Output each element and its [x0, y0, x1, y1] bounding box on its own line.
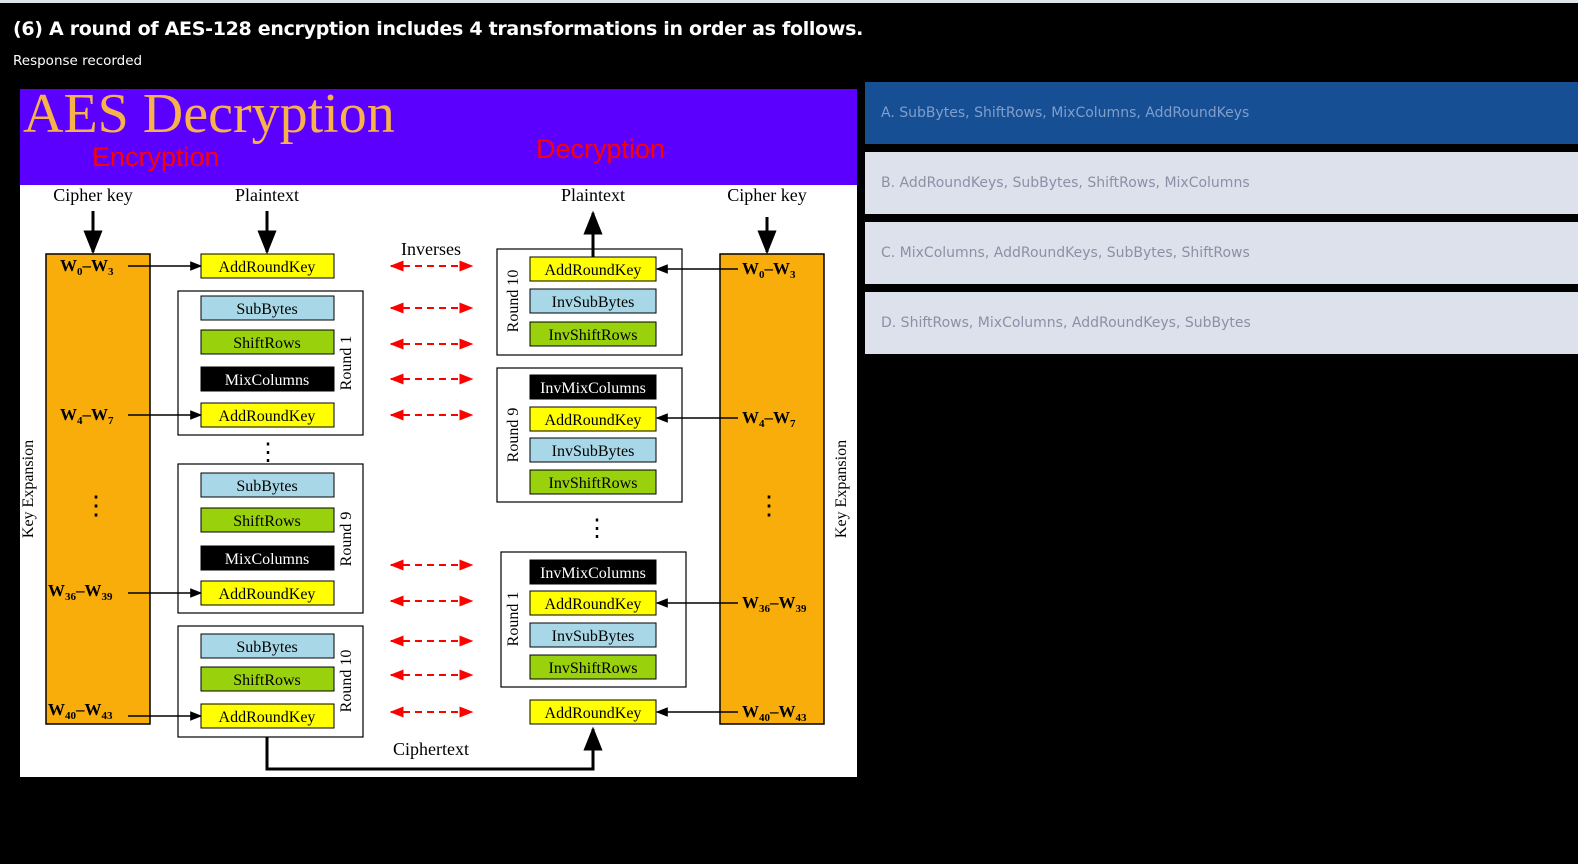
enc-ellipsis: ⋮: [256, 440, 280, 466]
option-c[interactable]: C. MixColumns, AddRoundKeys, SubBytes, S…: [865, 222, 1578, 284]
svg-text:AddRoundKey: AddRoundKey: [219, 259, 316, 276]
dec-r9-inv-mix-columns: InvMixColumns: [529, 374, 657, 400]
svg-text:InvShiftRows: InvShiftRows: [549, 327, 638, 344]
banner-title: AES Decryption: [23, 89, 395, 145]
key-expansion-right: [719, 253, 825, 725]
svg-text:AddRoundKey: AddRoundKey: [545, 705, 642, 722]
dec-round-10-frame: [496, 248, 683, 356]
key-expansion-left: [45, 253, 151, 725]
dec-r9-add-round-key: AddRoundKey: [529, 406, 657, 432]
dec-round-1-label: Round 1: [505, 592, 522, 647]
left-key-w40-w43: W40–W43: [48, 700, 113, 722]
enc-round-10-frame: [177, 625, 364, 738]
svg-text:AddRoundKey: AddRoundKey: [545, 412, 642, 429]
enc-round-10-label: Round 10: [338, 650, 355, 713]
svg-text:InvMixColumns: InvMixColumns: [540, 380, 646, 397]
svg-text:AddRoundKey: AddRoundKey: [219, 586, 316, 603]
plaintext-left-label: Plaintext: [235, 185, 299, 205]
left-key-w36-w39: W36–W39: [48, 581, 113, 603]
enc-round-9-label: Round 9: [338, 512, 355, 567]
aes-diagram: AES Decryption Encryption Decryption Cip…: [20, 89, 857, 777]
svg-text:ShiftRows: ShiftRows: [233, 335, 301, 352]
dec-r1-inv-sub-bytes: InvSubBytes: [529, 622, 657, 648]
dec-round-9-label: Round 9: [505, 408, 522, 463]
svg-text:MixColumns: MixColumns: [225, 551, 309, 568]
dec-r10-add-round-key: AddRoundKey: [529, 256, 657, 282]
dec-r1-add-round-key: AddRoundKey: [529, 590, 657, 616]
dec-r9-inv-sub-bytes: InvSubBytes: [529, 437, 657, 463]
cipher-key-left-label: Cipher key: [53, 185, 132, 205]
left-key-ellipsis: ⋮: [83, 491, 109, 520]
dec-r1-inv-shift-rows: InvShiftRows: [529, 654, 657, 680]
response-status: Response recorded: [13, 53, 143, 69]
svg-text:SubBytes: SubBytes: [236, 478, 297, 495]
option-d[interactable]: D. ShiftRows, MixColumns, AddRoundKeys, …: [865, 292, 1578, 354]
enc-r10-add-round-key: AddRoundKey: [200, 703, 335, 729]
question-title: (6) A round of AES-128 encryption includ…: [13, 18, 864, 40]
svg-text:SubBytes: SubBytes: [236, 639, 297, 656]
svg-text:AddRoundKey: AddRoundKey: [219, 408, 316, 425]
enc-r1-sub-bytes: SubBytes: [200, 295, 335, 321]
dec-r10-inv-shift-rows: InvShiftRows: [529, 321, 657, 347]
svg-text:AddRoundKey: AddRoundKey: [545, 596, 642, 613]
plaintext-right-label: Plaintext: [561, 185, 625, 205]
svg-text:MixColumns: MixColumns: [225, 372, 309, 389]
dec-r1-inv-mix-columns: InvMixColumns: [529, 559, 657, 585]
key-expansion-right-label: Key Expansion: [833, 440, 850, 538]
option-a[interactable]: A. SubBytes, ShiftRows, MixColumns, AddR…: [865, 82, 1578, 144]
right-key-ellipsis: ⋮: [756, 491, 782, 520]
enc-round-9-frame: [177, 463, 364, 614]
dec-round-10-label: Round 10: [505, 270, 522, 333]
svg-text:InvShiftRows: InvShiftRows: [549, 660, 638, 677]
enc-r1-add-round-key: AddRoundKey: [200, 402, 335, 428]
svg-text:InvSubBytes: InvSubBytes: [552, 443, 635, 460]
diagram-banner: [20, 89, 857, 185]
right-key-w36-w39: W36–W39: [742, 593, 807, 615]
left-key-w0-w3: W0–W3: [60, 256, 114, 278]
dec-ellipsis: ⋮: [585, 516, 609, 542]
decryption-label: Decryption: [536, 134, 665, 164]
inverses-label: Inverses: [401, 239, 461, 259]
diagram-background: [20, 89, 857, 777]
dec-r9-inv-shift-rows: InvShiftRows: [529, 469, 657, 495]
dec-round-9-frame: [496, 367, 683, 503]
enc-r10-shift-rows: ShiftRows: [200, 666, 335, 692]
enc-r9-add-round-key: AddRoundKey: [200, 580, 335, 606]
key-expansion-left-label: Key Expansion: [20, 440, 37, 538]
enc-r1-mix-columns: MixColumns: [200, 366, 335, 392]
svg-text:AddRoundKey: AddRoundKey: [219, 709, 316, 726]
svg-text:InvSubBytes: InvSubBytes: [552, 628, 635, 645]
ciphertext-label: Ciphertext: [393, 739, 469, 759]
svg-text:InvMixColumns: InvMixColumns: [540, 565, 646, 582]
svg-text:ShiftRows: ShiftRows: [233, 672, 301, 689]
cipher-key-right-label: Cipher key: [727, 185, 806, 205]
enc-add-round-key-0: AddRoundKey: [200, 253, 335, 279]
enc-round-1-label: Round 1: [338, 336, 355, 391]
right-key-w0-w3: W0–W3: [742, 259, 796, 281]
encryption-label: Encryption: [92, 142, 220, 172]
svg-text:SubBytes: SubBytes: [236, 301, 297, 318]
dec-add-round-key-0: AddRoundKey: [529, 699, 657, 725]
dec-r10-inv-sub-bytes: InvSubBytes: [529, 288, 657, 314]
svg-text:AddRoundKey: AddRoundKey: [545, 262, 642, 279]
option-b[interactable]: B. AddRoundKeys, SubBytes, ShiftRows, Mi…: [865, 152, 1578, 214]
ciphertext-path: [265, 726, 603, 771]
enc-r10-sub-bytes: SubBytes: [200, 633, 335, 659]
enc-round-1-frame: [177, 290, 364, 436]
left-key-w4-w7: W4–W7: [60, 405, 114, 427]
svg-text:ShiftRows: ShiftRows: [233, 513, 301, 530]
top-border: [0, 0, 1578, 3]
dec-round-1-frame: [500, 551, 687, 688]
svg-text:InvShiftRows: InvShiftRows: [549, 475, 638, 492]
right-key-w40-w43: W40–W43: [742, 702, 807, 724]
right-key-w4-w7: W4–W7: [742, 408, 796, 430]
enc-r9-sub-bytes: SubBytes: [200, 472, 335, 498]
enc-r9-shift-rows: ShiftRows: [200, 507, 335, 533]
enc-r1-shift-rows: ShiftRows: [200, 329, 335, 355]
svg-text:InvSubBytes: InvSubBytes: [552, 294, 635, 311]
enc-r9-mix-columns: MixColumns: [200, 545, 335, 571]
